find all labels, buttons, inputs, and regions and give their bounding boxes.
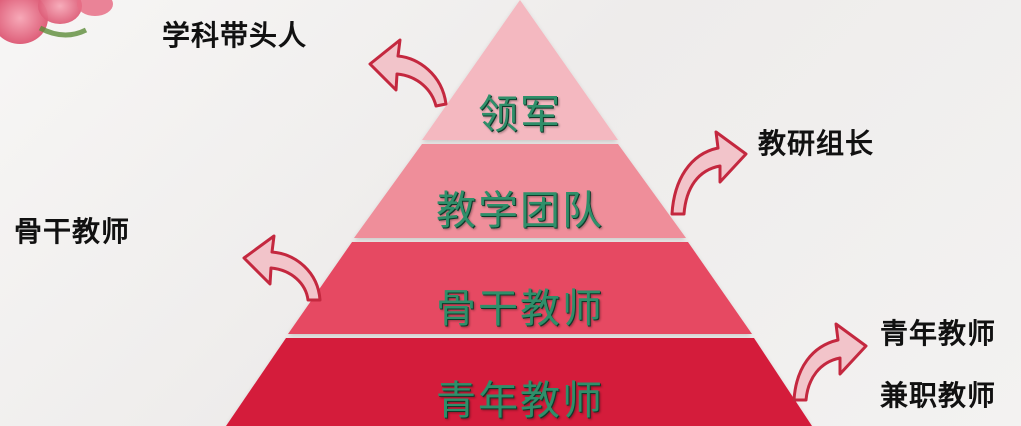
- tier-label-young: 青年教师: [436, 378, 604, 424]
- side-label-research-head: 教研组长: [758, 127, 875, 160]
- tier-label-team: 教学团队: [436, 188, 604, 234]
- arrow-to-young: [792, 322, 868, 402]
- pyramid-tier-team: [354, 144, 686, 238]
- side-label-part-time: 兼职教师: [880, 379, 997, 412]
- side-label-leader: 学科带头人: [162, 19, 308, 52]
- pyramid-tier-leader: [422, 0, 618, 140]
- pyramid-tier-backbone: [288, 242, 752, 334]
- tier-label-leader: 领军: [478, 92, 562, 138]
- arrow-to-research-head: [670, 130, 748, 216]
- tier-label-backbone: 骨干教师: [436, 286, 604, 332]
- arrow-to-backbone: [242, 234, 322, 302]
- side-label-backbone: 骨干教师: [14, 215, 131, 248]
- side-label-young: 青年教师: [880, 317, 997, 350]
- pyramid-tier-young: [226, 338, 812, 426]
- arrow-to-leader: [368, 38, 448, 108]
- flower-decoration: [0, 0, 113, 44]
